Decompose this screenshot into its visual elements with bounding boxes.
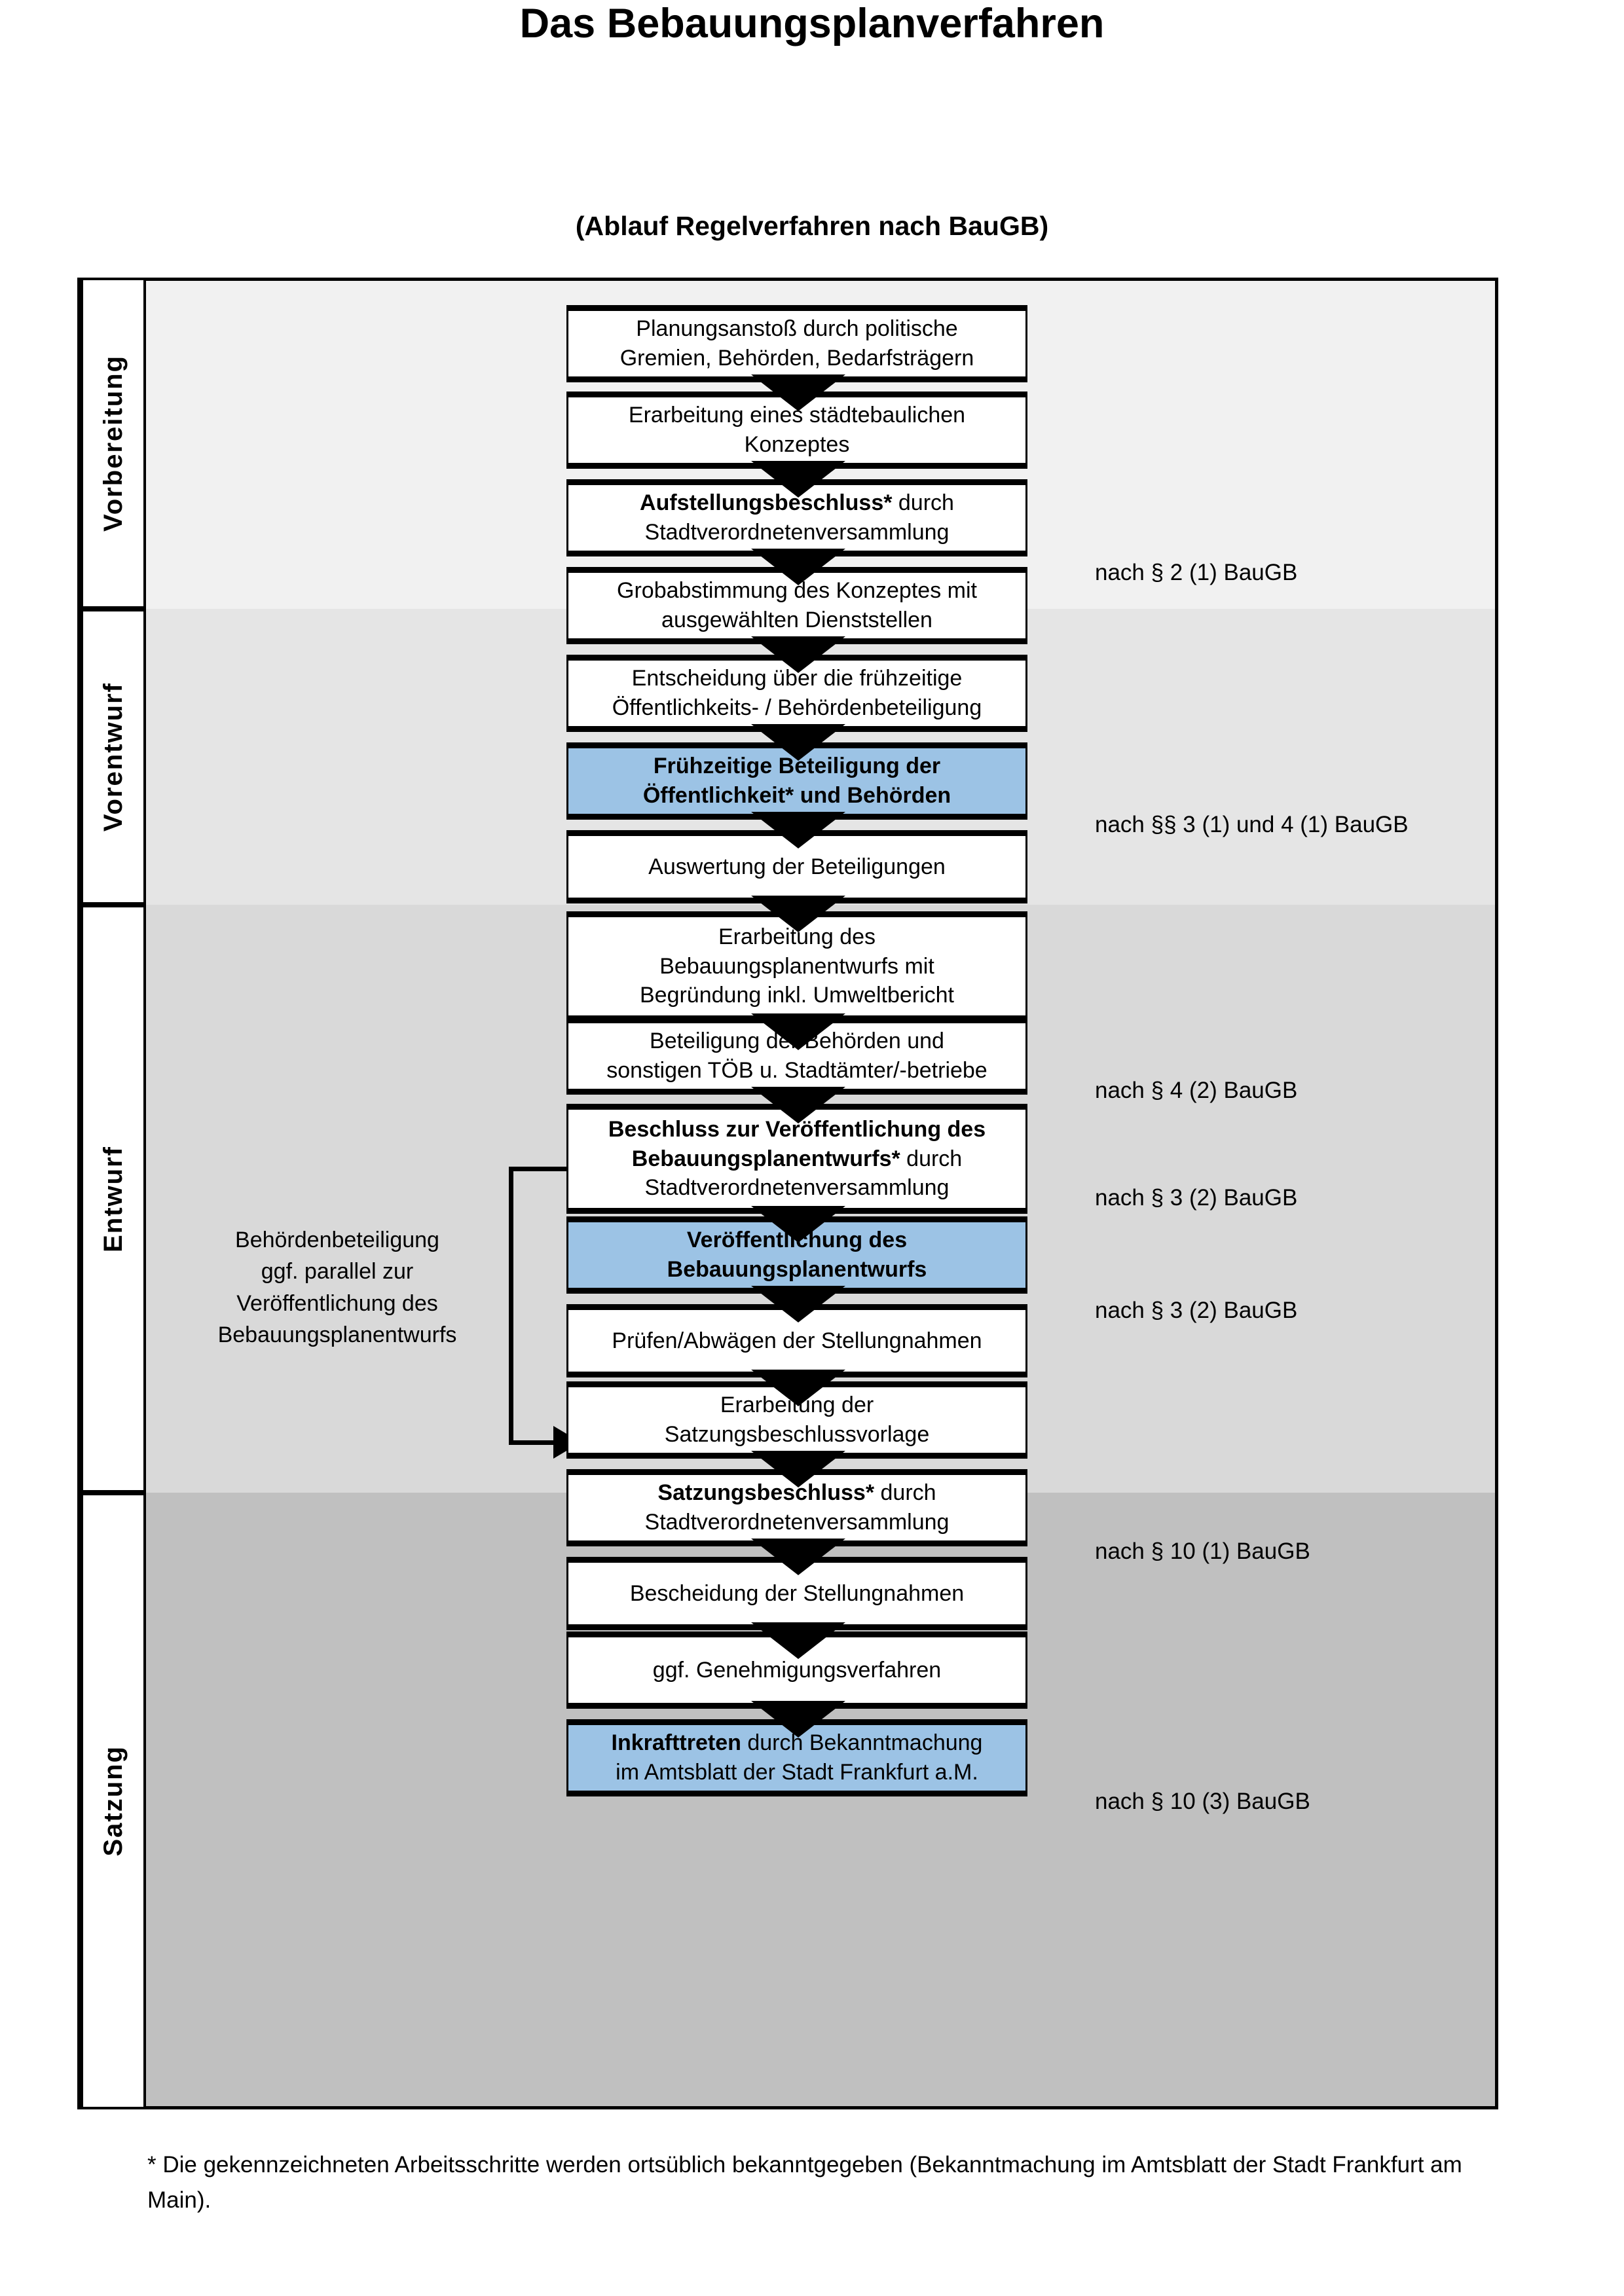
process-step-line: Planungsanstoß durch politische — [636, 316, 958, 342]
bypass-connector-bottom — [509, 1440, 558, 1445]
law-note-l4: nach § 3 (2) BauGB — [1095, 1185, 1298, 1211]
law-note-l6: nach § 10 (1) BauGB — [1095, 1539, 1310, 1564]
process-step-keyword: Inkrafttreten — [611, 1730, 741, 1756]
flow-arrow-down-icon — [751, 896, 845, 932]
process-step-line: im Amtsblatt der Stadt Frankfurt a.M. — [616, 1760, 978, 1785]
flow-arrow-down-icon — [751, 1539, 845, 1575]
process-step-suffix: durch — [874, 1480, 936, 1506]
side-note-line: ggf. parallel zur — [261, 1259, 414, 1285]
phase-label-text: Satzung — [98, 1745, 128, 1857]
process-step-suffix: durch — [900, 1146, 963, 1171]
process-step-line: Bebauungsplanentwurfs mit — [659, 953, 934, 979]
process-step-line: sonstigen TÖB u. Stadtämter/-betriebe — [606, 1058, 987, 1083]
process-step-line: Öffentlichkeit* und Behörden — [643, 781, 951, 811]
process-step-line: Bebauungsplanentwurfs — [667, 1255, 927, 1285]
process-step-line: Bebauungsplanentwurfs* durch — [632, 1144, 962, 1174]
side-note-line: Behördenbeteiligung — [235, 1228, 439, 1252]
process-step-line: Stadtverordnetenversammlung — [644, 520, 950, 545]
phase-label-text: Vorbereitung — [98, 355, 128, 532]
law-note-l1: nach § 2 (1) BauGB — [1095, 560, 1298, 585]
phase-label-vorbereitung: Vorbereitung — [81, 278, 146, 609]
process-step-line: Bescheidung der Stellungnahmen — [629, 1580, 965, 1606]
process-step-line: Stadtverordnetenversammlung — [644, 1175, 950, 1201]
process-step-keyword: Bebauungsplanentwurfs — [667, 1257, 927, 1282]
process-step-line: Konzeptes — [744, 432, 850, 457]
process-step-line: Begründung inkl. Umweltbericht — [639, 983, 955, 1008]
phase-label-vorentwurf: Vorentwurf — [81, 609, 146, 905]
footnote: * Die gekennzeichneten Arbeitsschritte w… — [147, 2152, 1462, 2214]
phase-label-entwurf: Entwurf — [81, 905, 146, 1493]
process-step-line: Gremien, Behörden, Bedarfsträgern — [619, 346, 974, 371]
flow-arrow-down-icon — [751, 1013, 845, 1050]
flow-arrow-down-icon — [751, 1451, 845, 1487]
process-step-line: Auswertung der Beteiligungen — [648, 854, 946, 879]
process-step-line: ausgewählten Dienststellen — [661, 608, 932, 632]
bypass-connector-vertical — [509, 1167, 513, 1445]
diagram-frame — [77, 278, 1498, 2109]
flow-arrow-down-icon — [751, 374, 845, 411]
bypass-connector-top — [509, 1167, 569, 1171]
process-step-keyword: Öffentlichkeit* und Behörden — [642, 783, 951, 808]
phase-label-text: Entwurf — [98, 1145, 128, 1252]
flow-arrow-down-icon — [751, 636, 845, 673]
side-note-line: Veröffentlichung des — [236, 1290, 438, 1316]
flow-arrow-down-icon — [751, 1206, 845, 1243]
process-step-line: Öffentlichkeits- / Behördenbeteiligung — [612, 695, 982, 720]
flow-arrow-down-icon — [751, 1087, 845, 1123]
flow-arrow-down-icon — [751, 461, 845, 498]
process-step-line: Prüfen/Abwägen der Stellungnahmen — [612, 1328, 982, 1353]
flow-arrow-down-icon — [751, 1370, 845, 1406]
process-step-keyword: Bebauungsplanentwurfs* — [631, 1146, 900, 1171]
page-subtitle: (Ablauf Regelverfahren nach BauGB) — [575, 211, 1049, 241]
law-note-l5: nach § 3 (2) BauGB — [1095, 1298, 1298, 1323]
phase-label-satzung: Satzung — [81, 1493, 146, 2109]
process-step-suffix: durch — [892, 490, 954, 516]
flow-arrow-down-icon — [751, 549, 845, 585]
side-note-line: Bebauungsplanentwurfs — [217, 1322, 457, 1347]
flow-arrow-down-icon — [751, 1701, 845, 1738]
process-step-line: Aufstellungsbeschluss* durch — [640, 488, 954, 518]
process-step-line: ggf. Genehmigungsverfahren — [652, 1657, 942, 1683]
flow-arrow-down-icon — [751, 724, 845, 761]
page-title: Das Bebauungsplanverfahren — [519, 1, 1105, 46]
flow-arrow-down-icon — [751, 812, 845, 848]
law-note-l2: nach §§ 3 (1) und 4 (1) BauGB — [1095, 812, 1409, 837]
process-step-line: Satzungsbeschlussvorlage — [664, 1422, 930, 1447]
flow-arrow-down-icon — [751, 1622, 845, 1659]
flow-arrow-down-icon — [751, 1286, 845, 1322]
law-note-l7: nach § 10 (3) BauGB — [1095, 1789, 1310, 1814]
phase-label-text: Vorentwurf — [98, 682, 128, 832]
process-step-line: Stadtverordnetenversammlung — [644, 1510, 950, 1535]
law-note-l3: nach § 4 (2) BauGB — [1095, 1078, 1298, 1103]
